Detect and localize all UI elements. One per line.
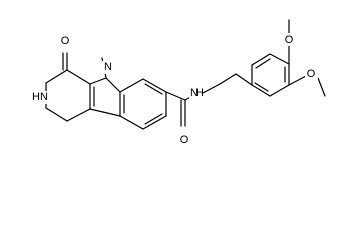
molecule-structure: O HN N N H O O O <box>31 19 326 146</box>
bond-c8-c7 <box>142 78 167 93</box>
amide-hydrogen-label: H <box>196 87 204 99</box>
label-bg <box>102 61 114 74</box>
bond-ar-c3-c4 <box>269 53 290 65</box>
methoxy-oxygen-lower-label: O <box>307 68 316 80</box>
bond-c3-c4 <box>45 107 68 122</box>
label-bg <box>305 68 318 81</box>
bond-c6-amide-c <box>165 91 186 101</box>
amide-nitrogen-label: N <box>190 87 198 99</box>
amide-oxygen-label: O <box>180 134 189 146</box>
bond-n-ch2 <box>202 83 221 94</box>
label-bg <box>31 91 49 104</box>
bond-ar-c6-c1-double <box>254 82 269 92</box>
bond-ch2-aryl <box>235 73 253 86</box>
indole-nitrogen-label: N <box>104 61 112 73</box>
bond-n9-c8a <box>105 77 121 93</box>
bond-c8a-c8 <box>119 78 144 93</box>
bond-c1-c9a <box>66 69 91 85</box>
bond-c6-c5-double <box>144 113 163 125</box>
bond-c9a-n9 <box>89 77 107 85</box>
bond-c4b-c4a <box>89 108 121 117</box>
methoxy-oxygen-upper-label: O <box>285 34 294 46</box>
bond-c5-c4b <box>119 115 144 130</box>
bond-ar-c5-c6 <box>269 84 290 97</box>
bond-c1-n2 <box>45 69 68 84</box>
bond-ar-c2-c3 <box>251 53 271 66</box>
bond-ar-o-lower <box>288 75 307 86</box>
label-bg <box>282 33 295 46</box>
lactam-nh-label: HN <box>32 91 48 103</box>
bond-c4-c4a <box>66 108 91 122</box>
bond-c6-c5 <box>142 115 167 130</box>
bond-ar-c6-c1 <box>251 84 271 97</box>
label-bg <box>189 86 200 99</box>
molecule-diagram: O HN N N H O O O <box>31 19 326 146</box>
bond-ar-c2-c3-double <box>255 58 271 69</box>
ketone-oxygen-label: O <box>61 35 70 47</box>
bond-c8-c7-double <box>144 83 163 95</box>
label-bg <box>177 133 190 146</box>
bond-ch2-ch2 <box>219 73 237 85</box>
label-bg <box>59 34 72 47</box>
bond-o-methyl-lower <box>317 77 326 97</box>
